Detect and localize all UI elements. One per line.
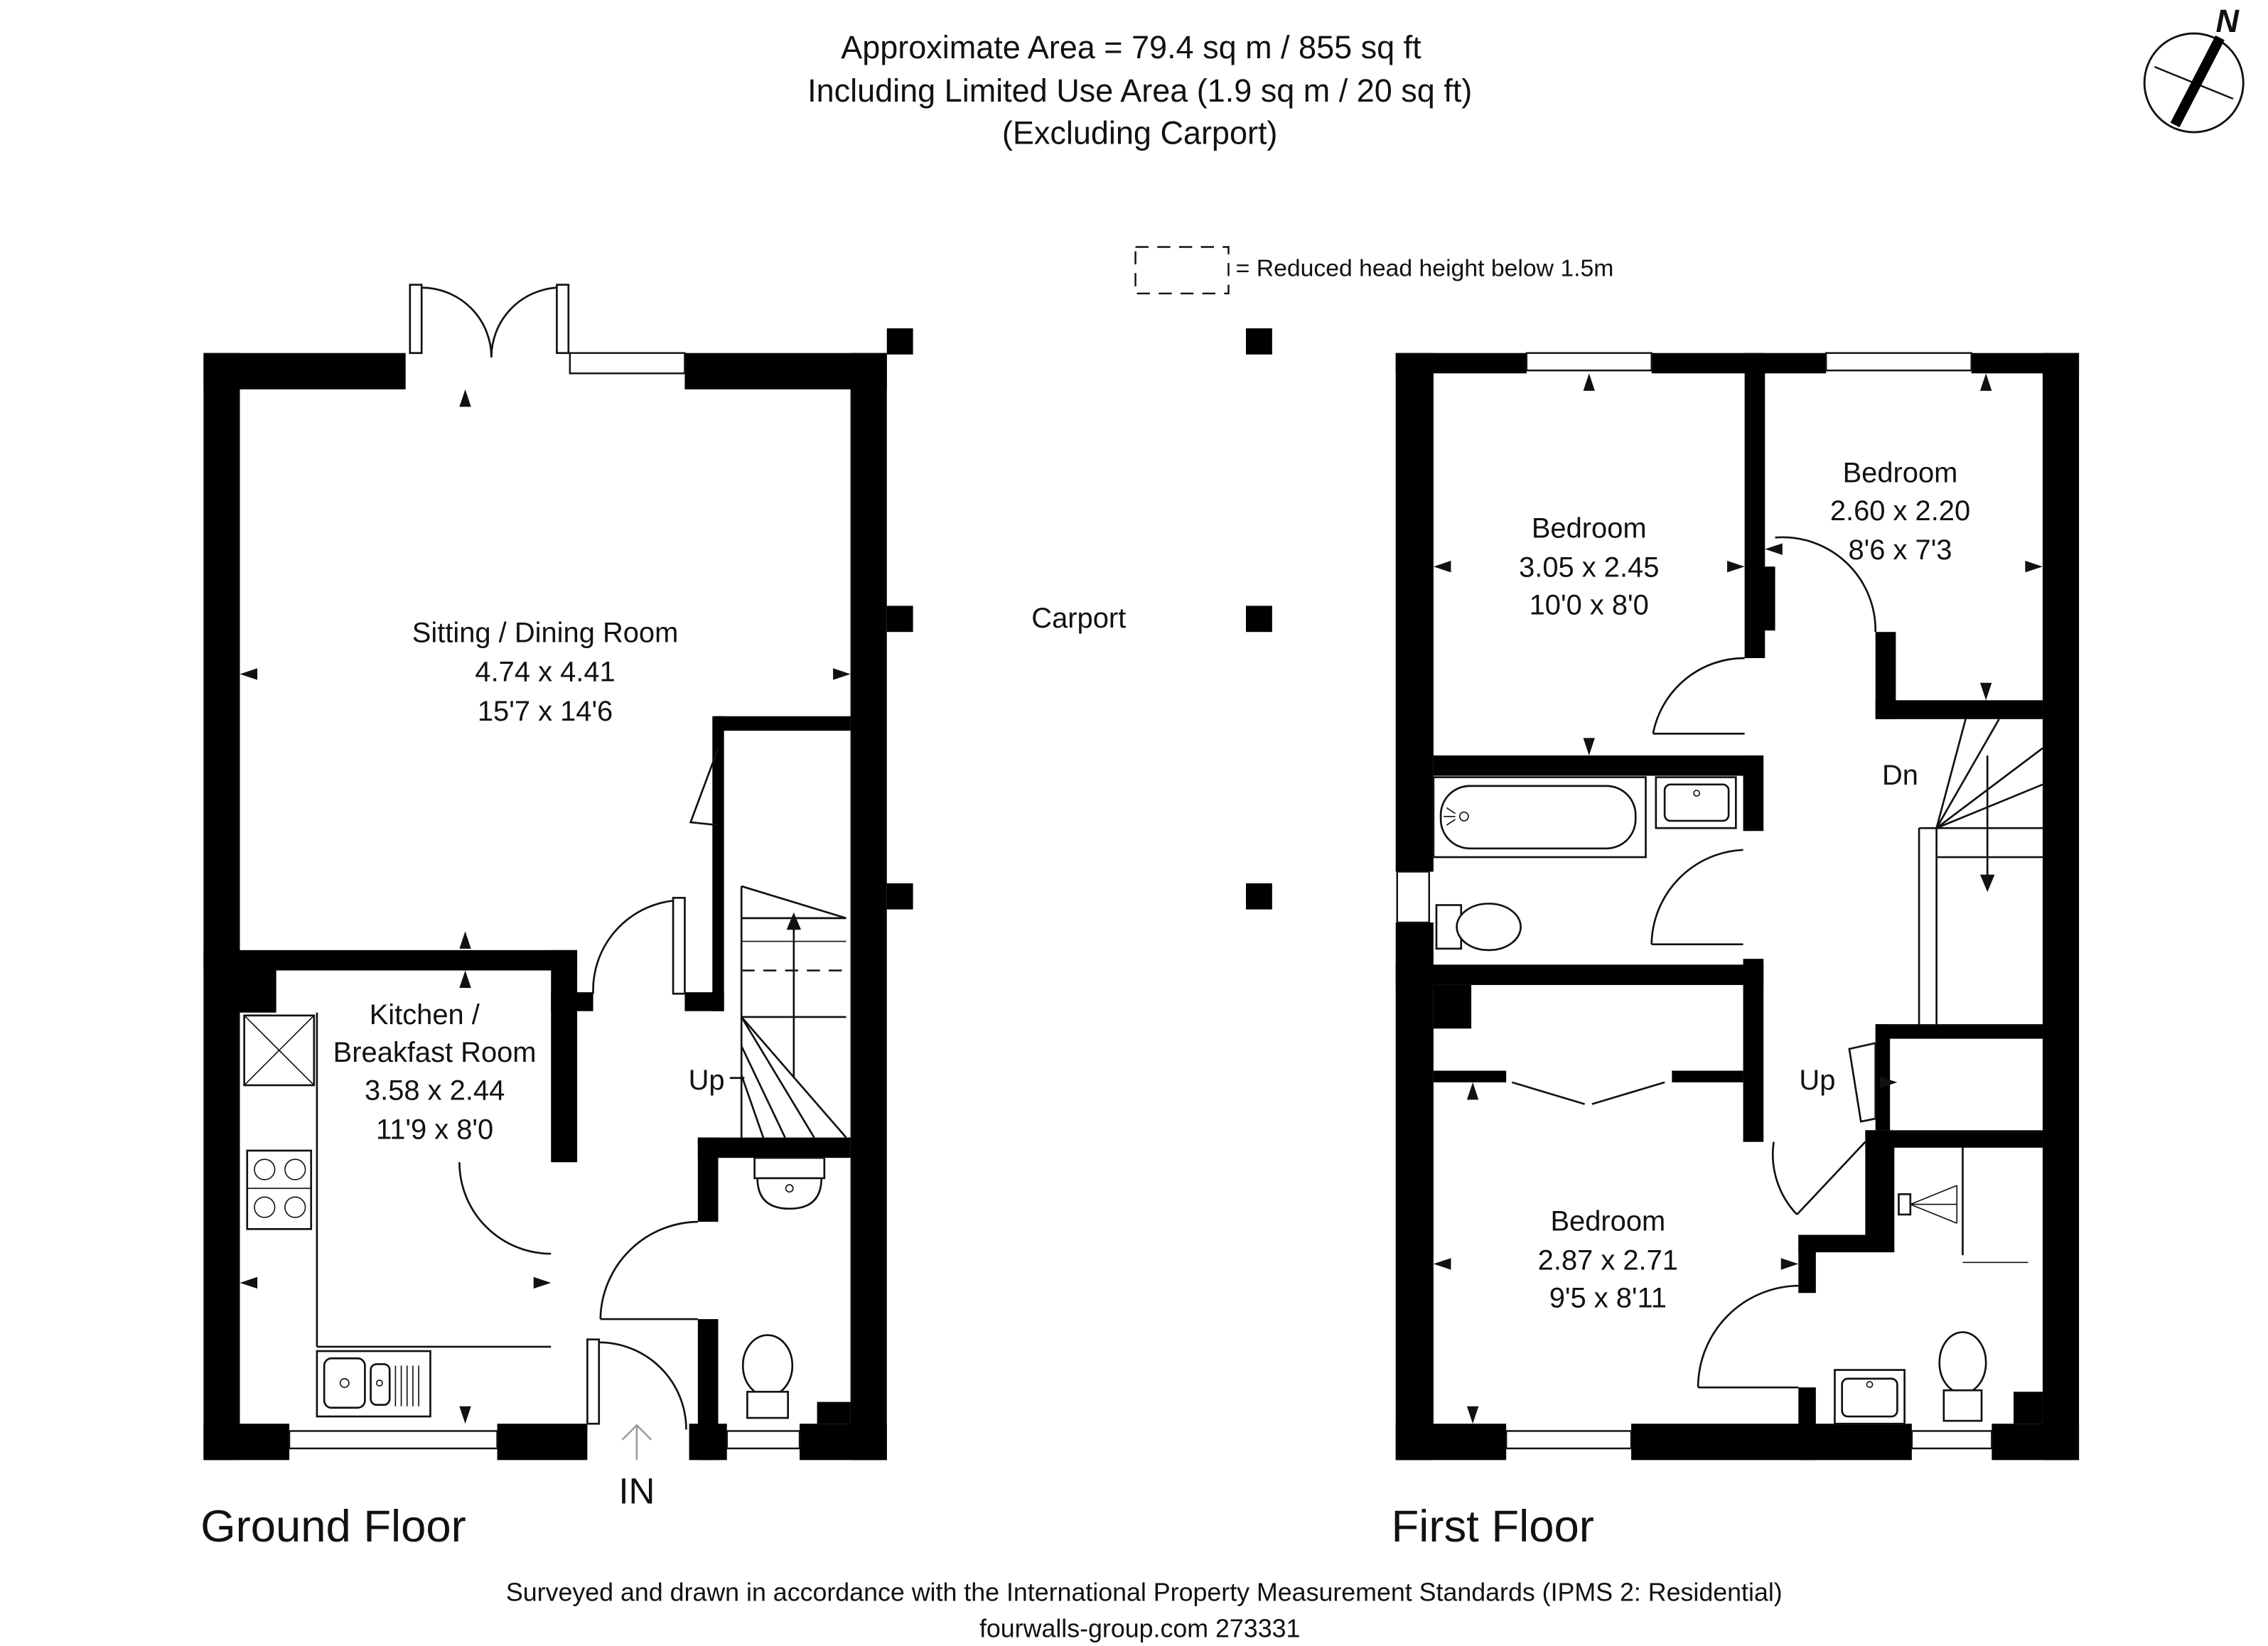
reference-text: fourwalls-group.com 273331 [979,1615,1300,1643]
kitchen-name-line2: Breakfast Room [333,1037,537,1068]
first-floor-dimension-ticks [1433,373,2043,1424]
hob-icon [246,1149,313,1230]
reduced-head-height-swatch [1134,246,1230,295]
bathroom-fixtures [1432,776,1737,952]
reduced-head-height-legend: = Reduced head height below 1.5m [1236,254,1614,281]
ensuite-toilet-icon [1938,1331,1987,1422]
ground-floor-doors [458,748,719,1430]
sitting-dining-room-name: Sitting / Dining Room [412,618,679,649]
bedroom-1-metric: 3.05 x 2.45 [1519,552,1659,583]
carport-post [1246,606,1272,633]
bedroom-2-name: Bedroom [1843,458,1958,489]
carport-post [886,883,913,910]
entrance-arrow-icon [621,1424,652,1461]
header: Approximate Area = 79.4 sq m / 855 sq ft… [807,29,1472,151]
carport-post [1246,328,1272,355]
sitting-dining-room: Sitting / Dining Room 4.74 x 4.41 15'7 x… [412,618,679,727]
ground-floor-stairs: Up [689,885,847,1139]
bathroom-toilet-icon [1435,903,1522,952]
sitting-dining-room-imperial: 15'7 x 14'6 [478,696,613,727]
carport-label: Carport [1031,603,1126,634]
basin-icon [753,1156,826,1210]
first-floor-walls [1395,353,2080,1461]
bath-icon [1432,776,1647,859]
first-floor-plan: Dn Up [1392,352,2080,1551]
ground-floor-windows [288,352,801,1450]
ensuite-basin-icon [1834,1369,1906,1425]
compass-north-arrow-icon: N [2143,3,2245,134]
measurement-standards-text: Surveyed and drawn in accordance with th… [506,1578,1783,1607]
legend: = Reduced head height below 1.5m [1134,246,1614,295]
ground-floor-dimension-ticks [240,389,851,1424]
sitting-dining-room-metric: 4.74 x 4.41 [475,657,615,688]
kitchen-sink-icon [316,1350,431,1418]
first-floor-title: First Floor [1392,1502,1594,1551]
shower-icon [1898,1147,2028,1264]
carport-post [886,606,913,633]
bedroom-3-imperial: 9'5 x 8'11 [1549,1283,1667,1314]
north-label: N [2215,3,2240,39]
ground-floor-stairs-up-label: Up [689,1065,725,1096]
bedroom-3-metric: 2.87 x 2.71 [1538,1245,1678,1276]
first-floor-doors [1511,536,1877,1389]
bathroom-basin-icon [1655,776,1737,829]
kitchen-name-line1: Kitchen / [370,999,480,1031]
ensuite-fixtures [1834,1147,2028,1425]
ground-floor-walls [203,353,887,1461]
excluding-carport-text: (Excluding Carport) [1002,114,1278,151]
entrance-label: IN [618,1471,655,1512]
bedroom-1-name: Bedroom [1532,512,1647,544]
bedroom-1-imperial: 10'0 x 8'0 [1530,590,1649,621]
carport-post [1246,883,1272,910]
footer: Surveyed and drawn in accordance with th… [506,1578,1783,1643]
toilet-icon [741,1334,794,1419]
carport-post [886,328,913,355]
carport: Carport [886,328,1272,910]
approximate-area-text: Approximate Area = 79.4 sq m / 855 sq ft [841,29,1421,65]
limited-use-area-text: Including Limited Use Area (1.9 sq m / 2… [807,72,1472,109]
kitchen-metric: 3.58 x 2.44 [365,1075,505,1106]
kitchen-breakfast-room: Kitchen / Breakfast Room 3.58 x 2.44 11'… [333,999,537,1145]
first-floor-windows [1396,352,1993,1450]
first-floor-stairs-down-label: Dn [1882,760,1918,791]
bedroom-3-name: Bedroom [1550,1205,1665,1237]
kitchen-fixtures [243,1012,552,1418]
first-floor-stairs-up-label: Up [1799,1065,1835,1096]
bedroom-2-metric: 2.60 x 2.20 [1830,495,1970,527]
kitchen-imperial: 11'9 x 8'0 [376,1114,493,1146]
ground-floor-title: Ground Floor [200,1502,466,1551]
french-doors [409,284,570,357]
bedroom-2: Bedroom 2.60 x 2.20 8'6 x 7'3 [1830,458,1970,566]
ground-floor-wc-fixtures [741,1156,826,1419]
ground-floor-plan: Up [200,284,887,1551]
first-floor-stairs: Dn Up [1799,719,2043,1096]
bedroom-1: Bedroom 3.05 x 2.45 10'0 x 8'0 [1519,512,1659,620]
bedroom-3: Bedroom 2.87 x 2.71 9'5 x 8'11 [1538,1205,1678,1313]
bedroom-2-imperial: 8'6 x 7'3 [1848,534,1952,566]
